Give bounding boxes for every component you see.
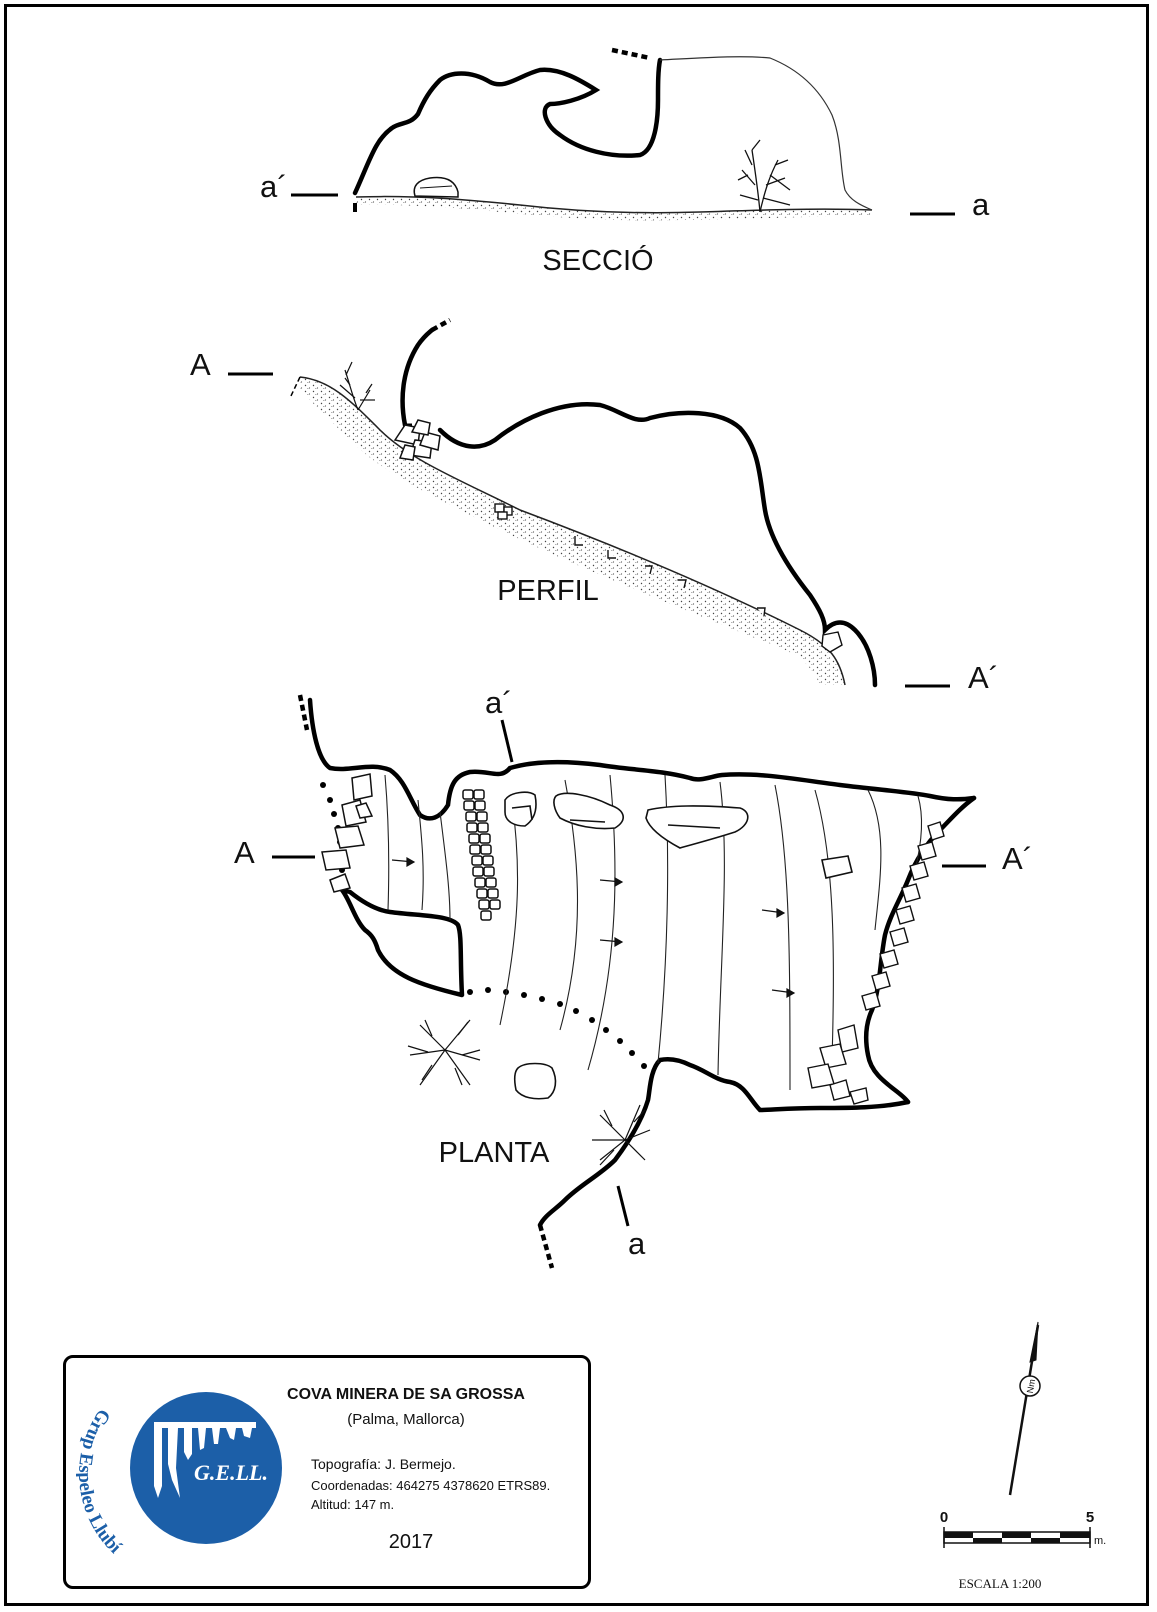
topography-credit: Topografía: J. Bermejo. (311, 1456, 456, 1472)
plan-bottom-wall (537, 1056, 911, 1228)
plan-marker-a-prime-line (500, 719, 514, 763)
scale-caption: ESCALA 1:200 (958, 1576, 1042, 1591)
profile-wall-dash (430, 318, 452, 332)
section-wall-dash (611, 47, 651, 61)
plan-left-lobe (339, 887, 465, 998)
logo-stalactites (154, 1422, 256, 1498)
plan-label-a-prime: a´ (485, 685, 513, 720)
survey-year: 2017 (388, 1531, 434, 1553)
profile-small-blocks (494, 503, 843, 653)
plan-block-column (462, 789, 501, 921)
profile-slope-sediment (300, 377, 845, 685)
plan-bottom-wall-dash (537, 1224, 555, 1269)
logo-text: G.E.LL. (194, 1460, 268, 1485)
plan-slope-arrows (391, 856, 796, 999)
section-floor-sediment (356, 196, 872, 221)
section-label-a-prime: a´ (260, 169, 288, 204)
profile-wall (400, 327, 878, 688)
altitude: Altitud: 147 m. (311, 1497, 395, 1512)
gell-logo: G.E.LL. Grup Espeleo Llubí (76, 1392, 282, 1558)
section-floor-line (355, 195, 873, 214)
plan-drawing (297, 694, 977, 1269)
section-title: SECCIÓ (542, 244, 653, 277)
scale-unit: m. (1094, 1535, 1106, 1547)
section-wall (352, 57, 663, 196)
page-border (4, 4, 1149, 1606)
plan-label-A: A (234, 835, 255, 870)
plan-title: PLANTA (439, 1137, 550, 1169)
section-boulder-detail (419, 185, 453, 189)
scale-bar: 0 5 m. (940, 1509, 1106, 1548)
coordinates: Coordenadas: 464275 4378620 ETRS89. (311, 1478, 551, 1493)
title-block: G.E.LL. Grup Espeleo Llubí COVA MINERA D… (63, 1355, 591, 1589)
plan-label-A-prime: A´ (1002, 841, 1033, 876)
plan-entrance-rubble (321, 773, 374, 893)
cave-name: COVA MINERA DE SA GROSSA (287, 1386, 525, 1403)
scale-start: 0 (940, 1509, 948, 1526)
north-arrow: Nm (1008, 1321, 1041, 1496)
plan-right-rubble (807, 821, 945, 1105)
plan-shrub-left (407, 1019, 481, 1086)
profile-label-A: A (190, 347, 211, 382)
plan-shrub-right (592, 1104, 651, 1166)
section-shrub (737, 139, 791, 213)
scale-end: 5 (1086, 1509, 1094, 1526)
plan-marker-a-line (616, 1185, 630, 1227)
logo-arc-text: Grup Espeleo Llubí (76, 1405, 126, 1558)
plan-label-a: a (628, 1226, 646, 1261)
profile-boulders (393, 419, 441, 461)
profile-drawing (289, 318, 878, 688)
profile-entrance-stub (289, 376, 301, 399)
plan-boulders (504, 791, 853, 1100)
north-label: Nm (1025, 1378, 1037, 1394)
section-outer-profile (659, 56, 873, 211)
plan-top-wall-dash (297, 694, 310, 731)
plan-top-wall (307, 697, 977, 821)
profile-label-A-prime: A´ (968, 660, 999, 695)
profile-slope-line (299, 376, 846, 686)
cave-location: (Palma, Mallorca) (347, 1411, 465, 1428)
section-label-a: a (972, 187, 990, 222)
profile-shrub (339, 361, 375, 411)
profile-title: PERFIL (497, 575, 599, 607)
section-drawing (352, 47, 873, 221)
